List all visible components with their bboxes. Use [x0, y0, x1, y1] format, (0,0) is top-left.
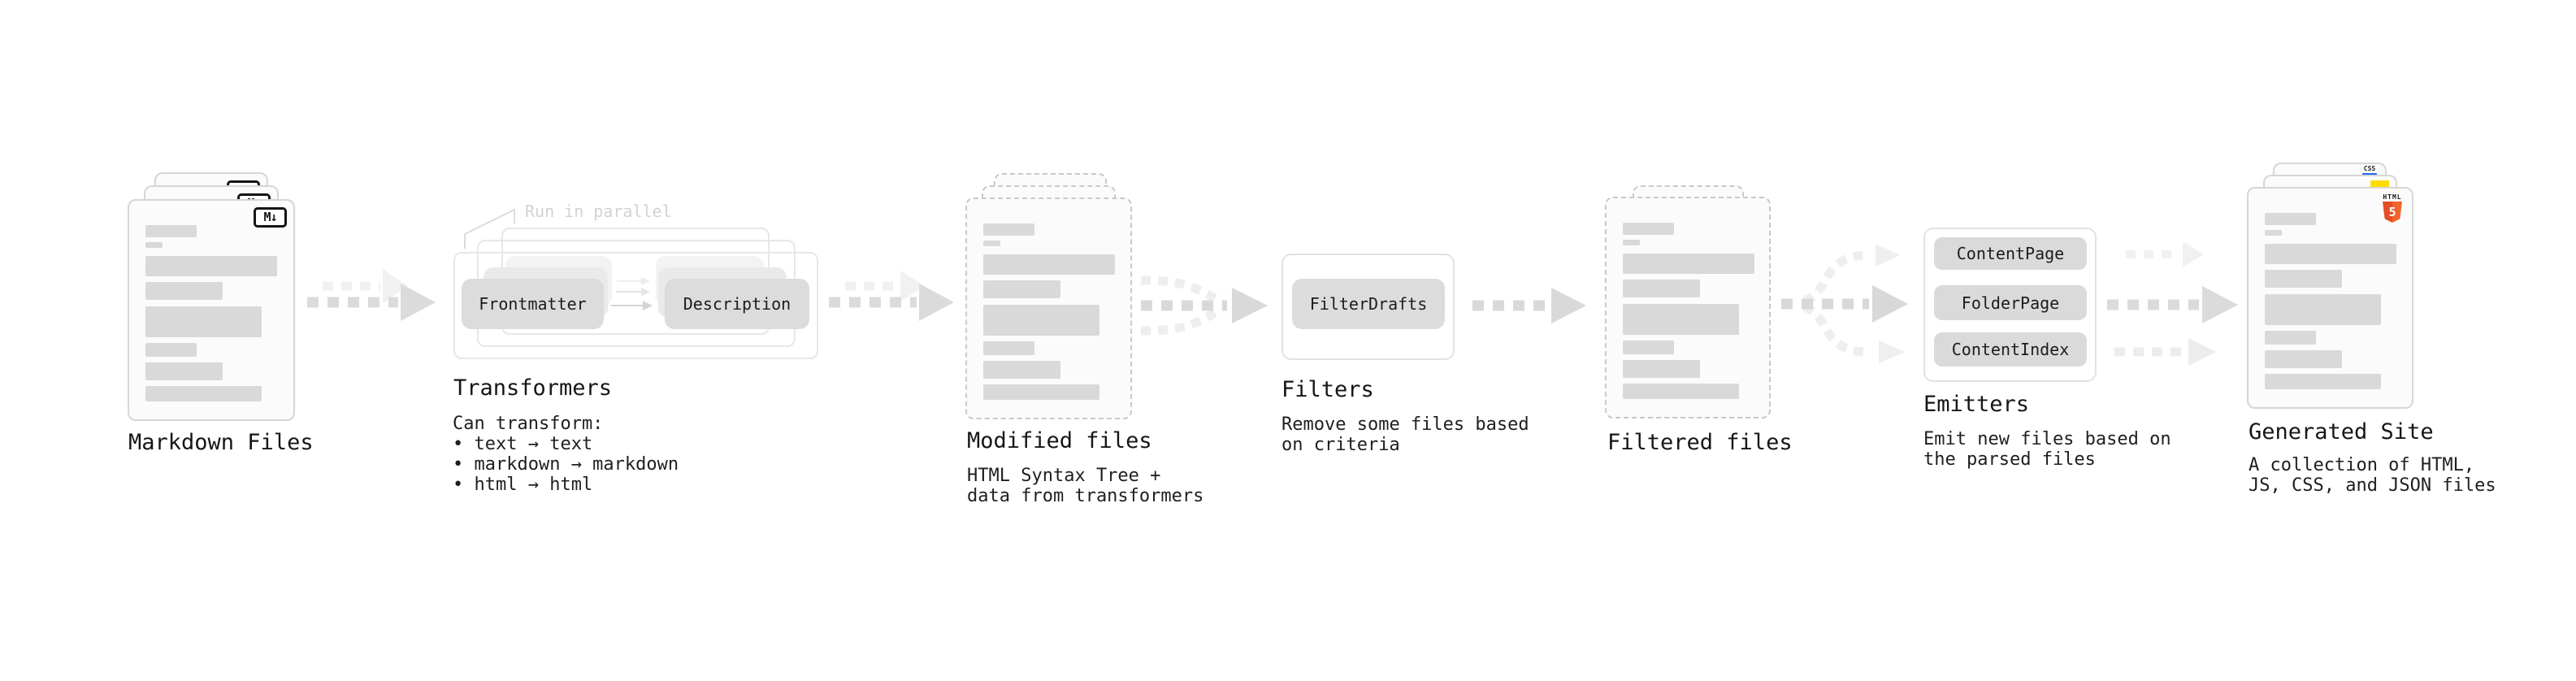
doc-text-bar	[1623, 340, 1674, 354]
modified-files-label: Modified files	[967, 428, 1152, 453]
contentpage-chip: ContentPage	[1934, 237, 2087, 270]
doc-text-bar	[145, 256, 277, 276]
arrow-markdown-to-transformers	[307, 269, 436, 321]
arrow-transformers-to-modified	[829, 271, 954, 321]
doc-text-bar	[2265, 270, 2342, 288]
doc-text-bar	[2265, 213, 2316, 225]
modified-files-description: HTML Syntax Tree + data from transformer…	[967, 466, 1204, 506]
transformers-description: Can transform: • text → text • markdown …	[453, 414, 679, 495]
doc-text-bar	[145, 362, 223, 380]
filtered-files-label: Filtered files	[1607, 430, 1793, 455]
arrow-emitters-to-generated	[2107, 241, 2238, 366]
doc-text-bar	[1623, 280, 1700, 297]
doc-text-bar	[983, 361, 1060, 379]
doc-text-bar	[1623, 360, 1700, 378]
doc-text-bar	[145, 282, 223, 300]
description-chip: Description	[665, 279, 809, 329]
doc-text-bar	[145, 386, 262, 401]
transformers-label: Transformers	[453, 375, 613, 401]
frontmatter-chip: Frontmatter	[462, 279, 604, 329]
filters-description: Remove some files based on criteria	[1281, 414, 1529, 455]
doc-text-bar	[2265, 331, 2316, 345]
run-in-parallel-label: Run in parallel	[525, 202, 672, 221]
emitters-label: Emitters	[1923, 392, 2030, 417]
doc-text-bar	[2265, 294, 2381, 325]
doc-text-bar	[1623, 223, 1674, 235]
doc-text-bar	[1623, 240, 1640, 245]
doc-text-bar	[983, 305, 1099, 336]
arrow-modified-to-filters	[1140, 275, 1268, 336]
doc-text-bar	[983, 280, 1060, 298]
document-text-bars	[967, 199, 1130, 418]
html5-shield: 5	[2383, 202, 2402, 223]
html5-icon: HTML 5	[2381, 193, 2404, 223]
doc-text-bar	[983, 241, 1000, 246]
filters-label: Filters	[1281, 377, 1374, 402]
doc-text-bar	[983, 254, 1115, 275]
document-text-bars	[129, 201, 293, 419]
generated-file-card-front: HTML 5	[2247, 187, 2413, 409]
doc-text-bar	[145, 306, 262, 337]
modified-file-card-front	[965, 197, 1132, 419]
markdown-files-label: Markdown Files	[128, 430, 314, 455]
generated-site-description: A collection of HTML, JS, CSS, and JSON …	[2249, 455, 2496, 496]
contentindex-chip: ContentIndex	[1934, 332, 2087, 367]
folderpage-chip: FolderPage	[1934, 285, 2087, 320]
document-text-bars	[1607, 198, 1769, 417]
doc-text-bar	[1623, 304, 1739, 335]
markdown-file-card-front: M↓	[128, 199, 295, 421]
doc-text-bar	[983, 384, 1099, 400]
filtered-file-card-front	[1605, 197, 1771, 419]
doc-text-bar	[2265, 244, 2396, 264]
doc-text-bar	[983, 341, 1034, 355]
doc-text-bar	[1623, 384, 1739, 399]
doc-text-bar	[2265, 230, 2282, 236]
doc-text-bar	[145, 242, 163, 248]
emitters-description: Emit new files based on the parsed files	[1923, 429, 2171, 470]
doc-text-bar	[983, 223, 1034, 236]
transformer-frame-front	[453, 252, 818, 359]
generated-site-label: Generated Site	[2249, 419, 2434, 445]
filterdrafts-chip: FilterDrafts	[1292, 279, 1445, 329]
doc-text-bar	[2265, 374, 2381, 389]
document-text-bars	[2249, 189, 2412, 407]
js-icon	[2370, 180, 2389, 189]
doc-text-bar	[145, 343, 197, 357]
doc-text-bar	[1623, 254, 1754, 274]
arrow-filters-to-filtered	[1472, 288, 1586, 323]
markdown-icon: M↓	[254, 207, 287, 228]
doc-text-bar	[2265, 350, 2342, 368]
doc-text-bar	[145, 225, 197, 237]
arrow-filtered-to-emitters	[1781, 244, 1908, 363]
